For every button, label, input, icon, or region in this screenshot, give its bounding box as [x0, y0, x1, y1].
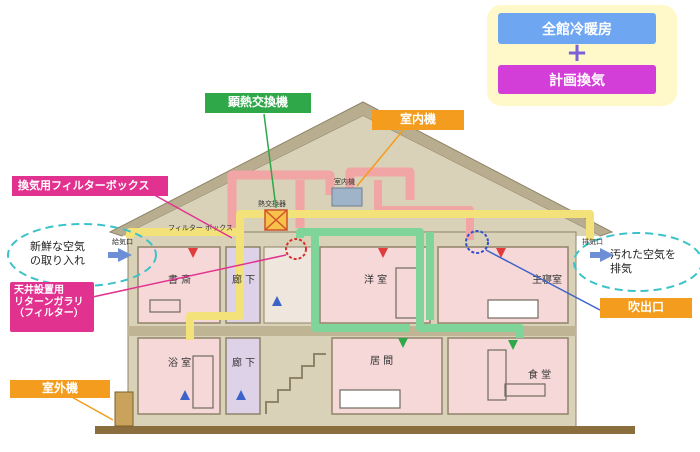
- ground-line: [95, 426, 635, 434]
- airflow-arrows: [108, 248, 614, 400]
- label-bathroom: 浴 室: [168, 356, 191, 369]
- label-living: 居 間: [370, 355, 393, 367]
- diagram-small-labels: 熱交換器 室内機 フィルター ボックス 給気口 排気口: [112, 177, 603, 246]
- return-grille-marker: [285, 238, 307, 260]
- outdoor-unit: [114, 391, 134, 427]
- legend-planned-ventilation: 計画換気: [498, 65, 656, 94]
- label-filter-box-small: フィルター ボックス: [168, 223, 233, 232]
- up-arrow-hall: [236, 390, 246, 400]
- room-labels: 書 斎 廊 下 洋 室 主寝室 浴 室 廊 下 居 間 食 堂: [168, 273, 562, 381]
- room-study: [137, 246, 221, 324]
- room-western: [319, 246, 431, 324]
- indoor-unit: [331, 187, 363, 207]
- label-heat-exchanger-small: 熱交換器: [258, 199, 286, 208]
- leader-outdoor-unit: [69, 395, 114, 421]
- label-supply-port: 給気口: [112, 237, 133, 246]
- down-arrow-master: [496, 248, 506, 258]
- leader-indoor-unit: [356, 127, 406, 187]
- down-arrow-living: [398, 338, 408, 348]
- exhaust-air-oval: [573, 232, 700, 292]
- leader-ceiling-return: [87, 254, 287, 299]
- duct-yellow: [126, 210, 594, 340]
- label-western: 洋 室: [364, 273, 387, 286]
- callout-outdoor-unit: 室外機: [10, 380, 110, 398]
- up-arrow-stair: [272, 296, 282, 306]
- label-exhaust-port: 排気口: [582, 237, 603, 246]
- stair-well-upper: [263, 246, 317, 324]
- note-fresh-air: 新鮮な空気 の取り入れ: [30, 240, 85, 268]
- down-arrow-western: [378, 248, 388, 258]
- staircase: [265, 353, 326, 414]
- down-arrow-study: [188, 248, 198, 258]
- room-bathroom: [137, 337, 221, 415]
- heat-exchanger-cross: [264, 209, 288, 231]
- label-hall-lower: 廊 下: [232, 356, 255, 369]
- label-indoor-unit-small: 室内機: [334, 177, 355, 186]
- dining-door: [487, 349, 507, 401]
- sofa: [339, 389, 401, 409]
- leader-heat-exchanger: [263, 113, 277, 209]
- down-arrow-dining: [508, 340, 518, 350]
- legend-plus: +: [566, 38, 588, 68]
- ducts: [126, 167, 594, 340]
- legend-central-air: 全館冷暖房: [498, 13, 656, 44]
- leader-lines: [69, 113, 601, 421]
- exhaust-air-arrow: [590, 248, 614, 262]
- duct-red: [227, 167, 415, 236]
- duct-green: [296, 228, 524, 338]
- fresh-air-arrow: [108, 248, 132, 262]
- callout-ceiling-return: 天井設置用 リターンガラリ （フィルター）: [10, 282, 94, 332]
- callout-indoor-unit: 室内機: [372, 110, 464, 130]
- note-exhaust-air: 汚れた空気を 排気: [610, 248, 676, 276]
- dining-table: [504, 383, 546, 397]
- furniture: [149, 267, 546, 409]
- up-arrow-bath: [180, 390, 190, 400]
- label-dining: 食 堂: [528, 368, 551, 381]
- callout-filter-box: 換気用フィルターボックス: [12, 176, 168, 196]
- outlet-marker: [465, 230, 489, 254]
- room-hall-lower: [225, 337, 261, 415]
- label-hall-upper: 廊 下: [232, 273, 255, 286]
- callout-outlet: 吹出口: [600, 298, 692, 318]
- bed: [487, 299, 539, 319]
- callout-heat-exchanger: 顕熱交換機: [205, 93, 311, 113]
- room-dining: [447, 337, 569, 415]
- leader-outlet: [485, 249, 601, 311]
- study-desk: [149, 299, 181, 313]
- label-master: 主寝室: [532, 273, 562, 286]
- bath-door: [192, 355, 214, 409]
